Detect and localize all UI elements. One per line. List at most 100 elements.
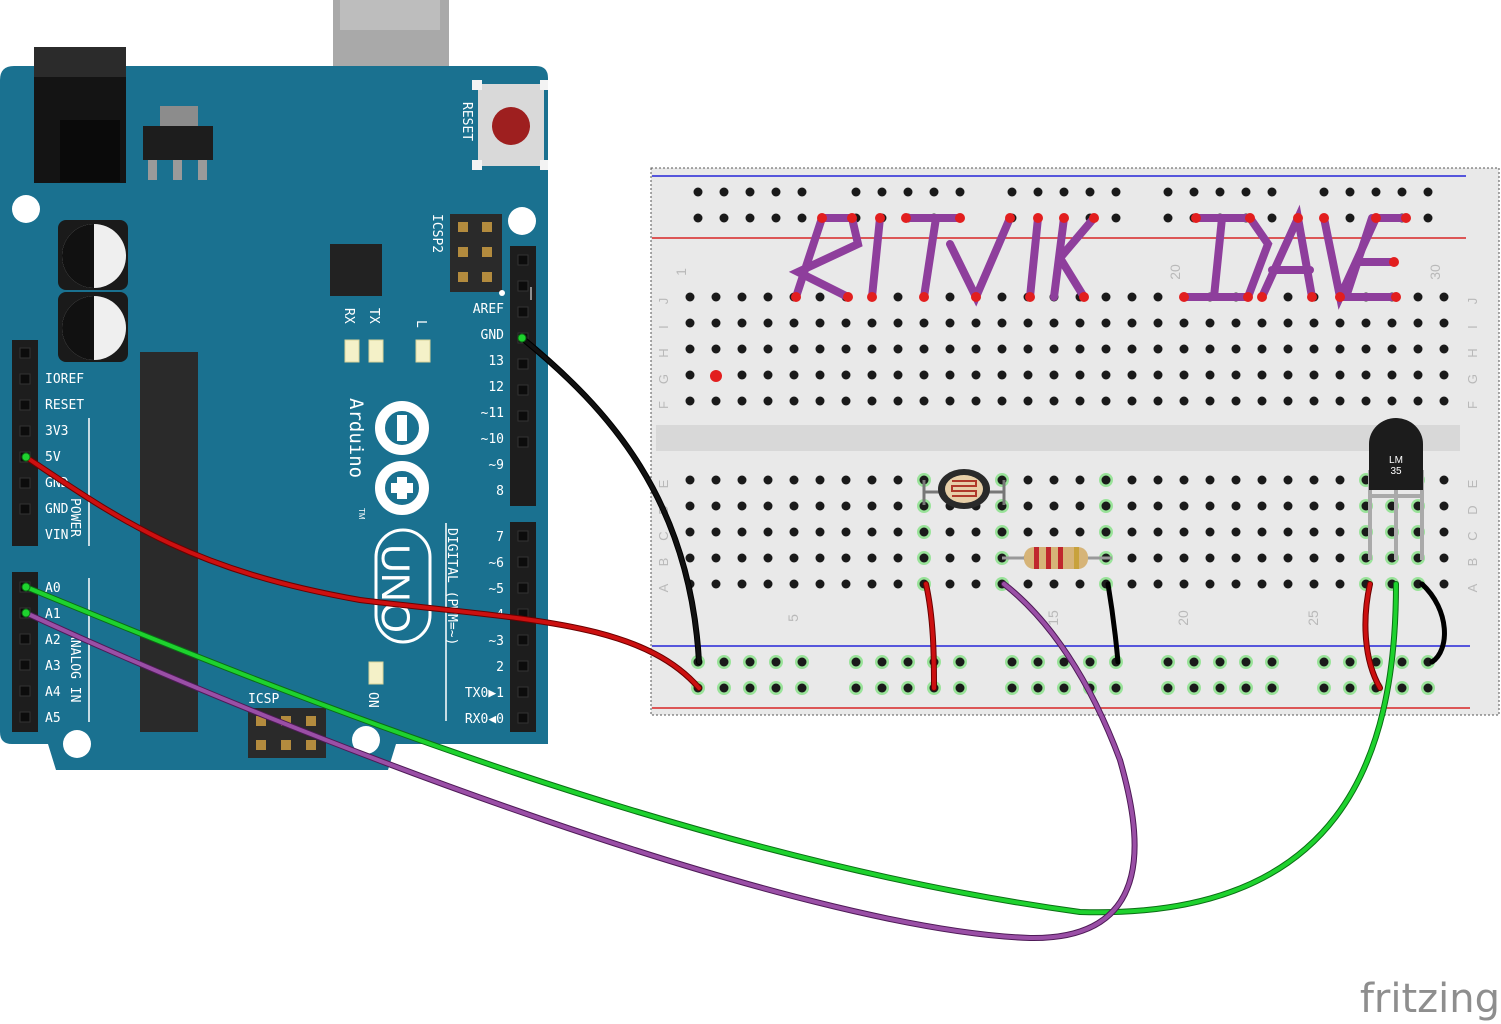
breadboard-hole [1361, 344, 1371, 354]
row-label: B [1465, 558, 1480, 567]
breadboard-hole [1387, 344, 1397, 354]
breadboard-hole [685, 501, 695, 511]
breadboard-hole [815, 501, 825, 511]
tx-label: TX [366, 308, 381, 324]
header-pin [517, 556, 529, 568]
breadboard-hole [737, 396, 747, 406]
breadboard-hole [945, 553, 955, 563]
breadboard-hole [1023, 527, 1033, 537]
breadboard-hole [851, 683, 861, 693]
breadboard-hole [1111, 187, 1121, 197]
breadboard-hole [1361, 396, 1371, 406]
breadboard-hole [1231, 579, 1241, 589]
breadboard-hole [893, 475, 903, 485]
column-number: 30 [1427, 264, 1443, 280]
breadboard-hole [685, 396, 695, 406]
row-label: E [656, 479, 671, 488]
breadboard-hole [737, 527, 747, 537]
icsp2-label: ICSP2 [429, 214, 444, 253]
breadboard-hole [1371, 187, 1381, 197]
jumper-red-lm35 [1363, 582, 1382, 690]
breadboard-hole [719, 683, 729, 693]
breadboard-hole [711, 292, 721, 302]
breadboard-hole [685, 292, 695, 302]
breadboard-hole [1413, 370, 1423, 380]
breadboard-hole [1241, 187, 1251, 197]
pin-label: RX0◀0 [465, 712, 504, 727]
breadboard-hole [1439, 292, 1449, 302]
breadboard-hole [1101, 344, 1111, 354]
pin-label: A0 [45, 581, 61, 596]
header-pin [19, 347, 31, 359]
wires [23, 335, 1447, 942]
breadboard-hole [1023, 579, 1033, 589]
breadboard-hole [789, 370, 799, 380]
digital-header-bottom [510, 522, 536, 732]
reset-label: RESET [459, 102, 474, 141]
power-header [12, 340, 38, 546]
on-label: ON [365, 692, 380, 708]
breadboard-hole [997, 370, 1007, 380]
breadboard-hole [1179, 527, 1189, 537]
breadboard-hole [1231, 318, 1241, 328]
breadboard-hole [1283, 396, 1293, 406]
breadboard-hole [919, 527, 929, 537]
row-label: A [656, 583, 671, 592]
pin-label: 2 [496, 660, 504, 675]
rx-label: RX [341, 308, 356, 324]
breadboard-hole [945, 370, 955, 380]
resistor [1002, 547, 1112, 569]
reset-button[interactable] [472, 80, 548, 170]
breadboard-hole [1423, 187, 1433, 197]
breadboard-hole [1127, 344, 1137, 354]
header-pin [19, 425, 31, 437]
breadboard-hole [763, 396, 773, 406]
breadboard-hole [997, 396, 1007, 406]
pin-label: 8 [496, 484, 504, 499]
breadboard-hole [1179, 318, 1189, 328]
breadboard-hole [1075, 370, 1085, 380]
breadboard-hole [1163, 683, 1173, 693]
breadboard-hole [1361, 318, 1371, 328]
breadboard-hole [1007, 187, 1017, 197]
pin-label: ~9 [488, 458, 504, 473]
breadboard-hole [789, 553, 799, 563]
breadboard-hole [1387, 318, 1397, 328]
breadboard-hole [971, 370, 981, 380]
row-label: H [1465, 348, 1480, 357]
breadboard-hole [1059, 657, 1069, 667]
arduino-brand-label: Arduino [345, 398, 367, 478]
breadboard-hole [1153, 370, 1163, 380]
breadboard-hole [1309, 501, 1319, 511]
breadboard-hole [719, 213, 729, 223]
breadboard-hole [841, 475, 851, 485]
breadboard-hole [971, 396, 981, 406]
jumper-black-lm35 [1419, 581, 1447, 665]
breadboard-hole [1153, 501, 1163, 511]
breadboard-hole [867, 553, 877, 563]
power-label: POWER [67, 498, 82, 537]
breadboard-hole [1127, 527, 1137, 537]
pin-label: A2 [45, 633, 61, 648]
breadboard-hole [1179, 579, 1189, 589]
breadboard-hole [1335, 553, 1345, 563]
breadboard-hole [1413, 396, 1423, 406]
usb-chip [330, 244, 382, 296]
row-label: I [1465, 325, 1480, 329]
header-pin [19, 659, 31, 671]
column-number: 20 [1175, 610, 1191, 626]
breadboard-hole [1075, 344, 1085, 354]
breadboard-hole [919, 501, 929, 511]
breadboard-hole [971, 579, 981, 589]
lm35-sensor: LM 35 [1368, 418, 1424, 560]
breadboard-hole [1283, 501, 1293, 511]
breadboard-hole [1205, 370, 1215, 380]
pin-label: AREF [473, 302, 504, 317]
breadboard-hole [1257, 318, 1267, 328]
breadboard-hole [1413, 579, 1423, 589]
breadboard-hole [1075, 579, 1085, 589]
pin-label: A1 [45, 607, 61, 622]
mounting-hole [63, 730, 91, 758]
breadboard-hole [1345, 187, 1355, 197]
breadboard-hole [737, 370, 747, 380]
